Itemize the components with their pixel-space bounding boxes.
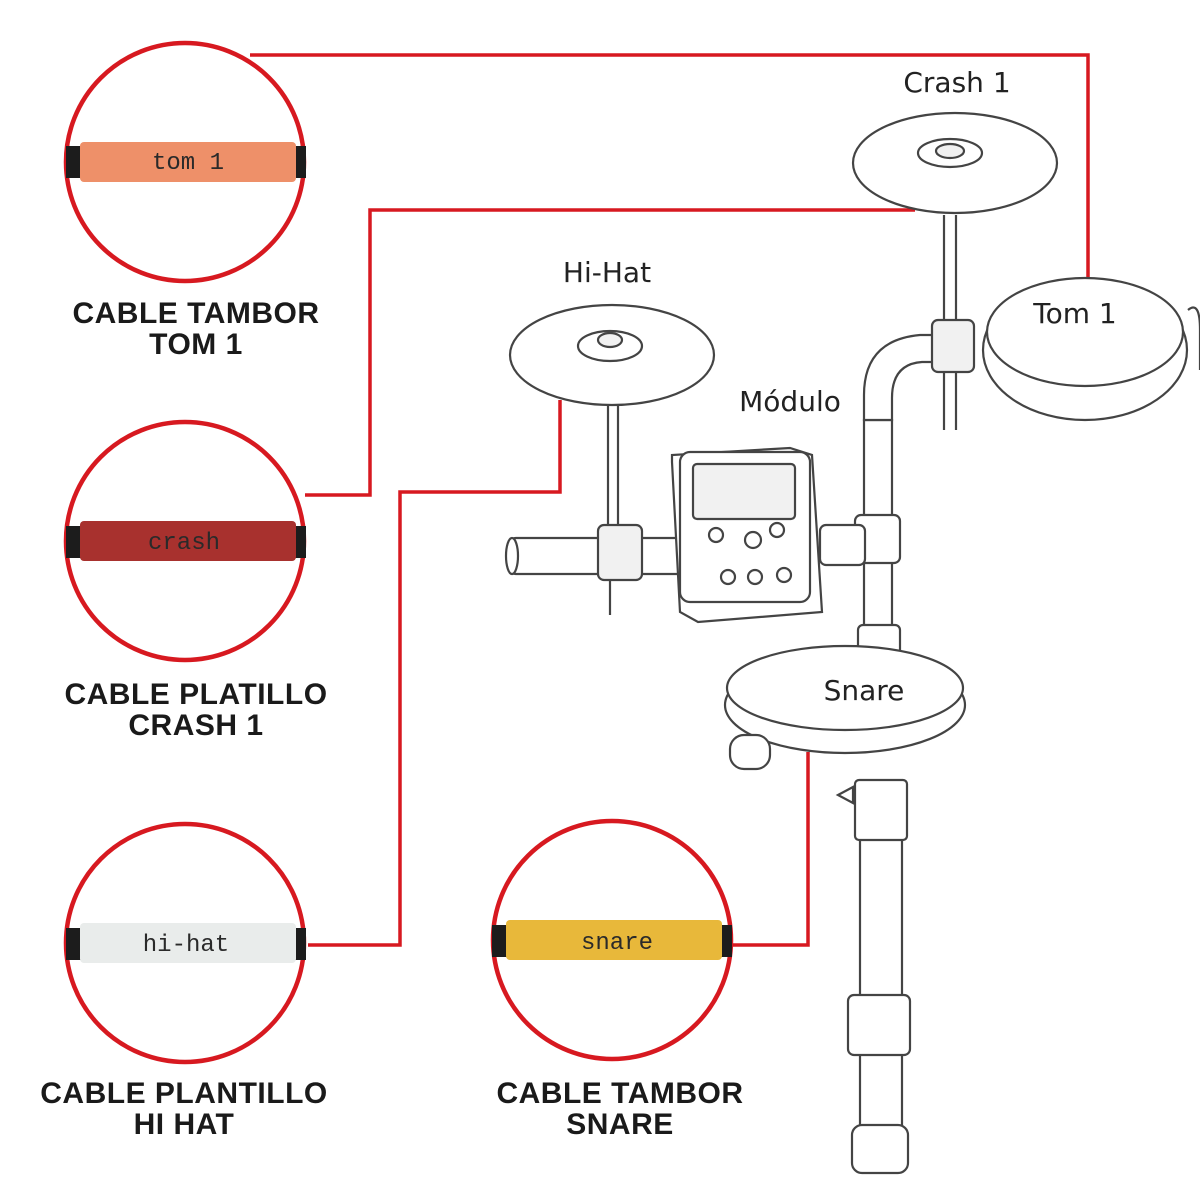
- tom1-pad: [981, 276, 1200, 422]
- crash-stem: [930, 215, 976, 430]
- callout-hihat: hi-hat: [63, 821, 307, 1065]
- connector-lines: [250, 53, 1090, 947]
- callout-crash: crash: [63, 419, 307, 663]
- cable-tag-text: crash: [148, 530, 220, 557]
- title-line-2: TOM 1: [149, 328, 243, 361]
- cable-tag-hihat: [80, 923, 296, 963]
- snare-pad: [723, 644, 967, 771]
- callout-title-crash: CABLE PLATILLO CRASH 1: [26, 679, 366, 741]
- connector-hihat: [308, 400, 562, 947]
- connector-crash: [305, 208, 915, 497]
- tom1-label: Tom 1: [1032, 297, 1116, 330]
- connector-tom1: [250, 53, 1090, 278]
- callout-title-tom1: CABLE TAMBOR TOM 1: [26, 298, 366, 360]
- hihat-cymbal: [508, 303, 716, 407]
- hihat-label: Hi-Hat: [563, 256, 651, 289]
- hihat-arm: [504, 402, 867, 615]
- module-unit: [670, 446, 824, 624]
- cable-tag-snare: [506, 920, 722, 960]
- title-line-2: HI HAT: [133, 1108, 235, 1141]
- main-stand: [835, 333, 942, 1175]
- callout-tom1: tom 1: [63, 40, 307, 284]
- module-label: Módulo: [739, 385, 841, 418]
- title-line-1: CABLE TAMBOR: [496, 1077, 744, 1110]
- callout-title-hihat: CABLE PLANTILLO HI HAT: [14, 1078, 354, 1140]
- callout-snare: snare: [490, 818, 734, 1062]
- crash-label: Crash 1: [903, 66, 1010, 99]
- crash-cymbal: [851, 111, 1059, 215]
- cable-tag-crash: [80, 521, 296, 561]
- snare-label: Snare: [824, 674, 905, 707]
- title-line-1: CABLE TAMBOR: [72, 297, 320, 330]
- drum-kit-drawing: [504, 111, 1200, 1175]
- cable-tag-text: snare: [581, 930, 653, 957]
- cable-tag-tom1: [80, 142, 296, 182]
- title-line-2: CRASH 1: [128, 709, 264, 742]
- kit-labels: Crash 1 Hi-Hat Módulo Tom 1 Snare: [563, 66, 1117, 707]
- title-line-2: SNARE: [566, 1108, 674, 1141]
- callout-title-snare: CABLE TAMBOR SNARE: [450, 1078, 790, 1140]
- cable-tag-text: hi-hat: [143, 932, 229, 959]
- cable-tag-text: tom 1: [152, 150, 224, 177]
- title-line-1: CABLE PLATILLO: [64, 678, 328, 711]
- title-line-1: CABLE PLANTILLO: [40, 1077, 328, 1110]
- connector-snare: [730, 752, 810, 947]
